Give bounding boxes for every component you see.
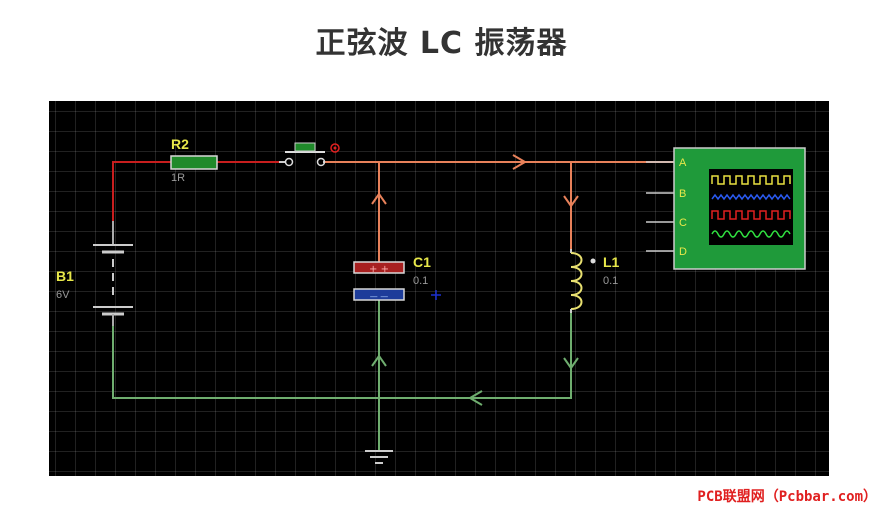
arrow-up-ground [371,354,387,367]
capacitor-c1 [353,261,441,301]
arrow-up-c1 [371,192,387,205]
probe-cross-icon [431,290,441,300]
circuit-diagram: R2 1R B1 6V C1 0.1 + + — — L1 0.1 A B C … [56,136,806,464]
wire-bottom-loop [112,311,572,399]
scope-channel-a: A [679,157,687,169]
oscilloscope [646,147,806,270]
r2-ref-label: R2 [171,136,189,152]
page-title: 正弦波 LC 振荡器 [315,26,568,61]
l1-value-label: 0.1 [603,275,618,287]
r2-value-label: 1R [171,172,185,184]
wire-red [112,161,279,245]
c1-ref-label: C1 [413,254,431,270]
scope-channel-c: C [679,217,687,229]
b1-ref-label: B1 [56,268,74,284]
ground-symbol [365,450,393,464]
resistor-r2 [170,155,218,170]
push-button-switch [279,142,340,167]
arrow-down-loop [563,357,579,370]
arrow-left-bottom [468,390,483,406]
c1-plus-label: + + [369,264,389,275]
watermark: PCB联盟网（Pcbbar.com） [697,489,877,505]
inductor-l1 [570,249,596,313]
wire-green [112,299,579,451]
arrow-right-top [512,154,527,170]
b1-value-label: 6V [56,289,70,301]
l1-ref-label: L1 [603,254,620,270]
scope-channel-d: D [679,246,687,258]
scope-channel-b: B [679,188,686,200]
arrow-down-l1 [563,195,579,208]
c1-value-label: 0.1 [413,275,428,287]
switch-indicator-icon [330,143,340,153]
wire-orange [325,154,674,264]
c1-minus-label: — — [370,292,389,301]
battery-b1 [93,221,133,326]
schematic-canvas[interactable]: R2 1R B1 6V C1 0.1 + + — — L1 0.1 A B C … [49,101,829,476]
wire-battery-to-r2 [112,161,171,245]
